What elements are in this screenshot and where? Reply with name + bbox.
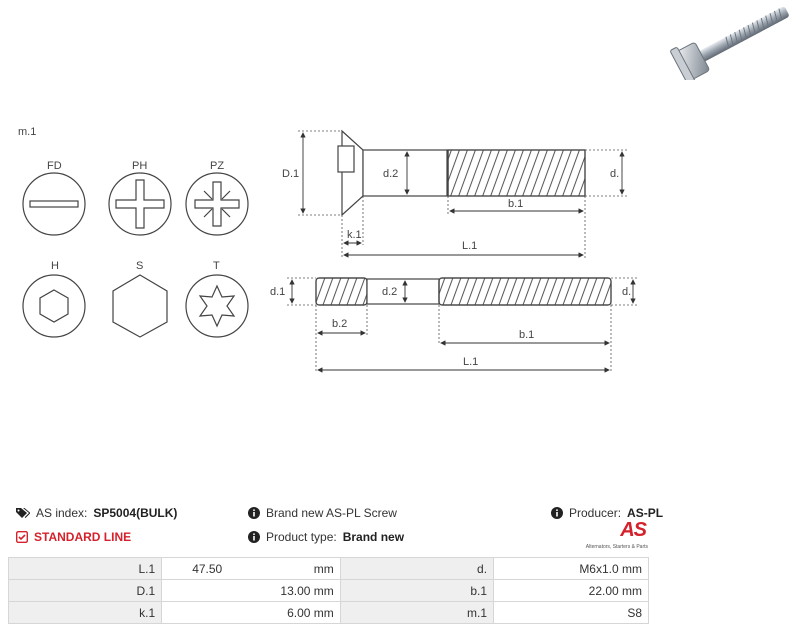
dim-D1: D.1	[282, 168, 300, 180]
dim-L1: L.1	[462, 240, 478, 252]
as-index: AS index: SP5004(BULK)	[16, 506, 177, 520]
table-row: L.1 47.50 mm d. M6x1.0 mm	[7, 557, 649, 580]
screw-drawing	[337, 129, 586, 217]
producer: Producer: AS-PL	[551, 506, 663, 520]
product-type-value: Brand new	[342, 530, 405, 544]
logo-tagline: Alternators, Starters & Parts	[585, 544, 648, 550]
spec-value: M6x1.0 mm	[493, 557, 649, 580]
spec-key: m.1	[339, 601, 495, 624]
flat-slot-icon	[22, 172, 86, 236]
phillips-icon	[108, 172, 172, 236]
product-type: Product type: Brand new	[248, 530, 404, 544]
spec-value: 47.50 mm	[161, 557, 341, 580]
product-type-label: Product type:	[266, 530, 337, 544]
pozidriv-icon	[185, 172, 249, 236]
tags-icon	[16, 508, 30, 518]
head-label-fd: FD	[47, 160, 62, 172]
info-icon	[248, 531, 260, 543]
checkbox-checked-icon	[16, 531, 28, 543]
as-index-value: SP5004(BULK)	[93, 506, 178, 520]
as-pl-logo: AS Alternators, Starters & Parts	[584, 519, 648, 553]
producer-value: AS-PL	[627, 506, 664, 520]
spec-table: L.1 47.50 mm d. M6x1.0 mm D.1 13.00 mm b…	[7, 557, 649, 624]
hex-head-icon	[112, 274, 168, 338]
m-label: m.1	[18, 126, 37, 138]
spec-key: b.1	[339, 579, 495, 602]
table-row: D.1 13.00 mm b.1 22.00 mm	[7, 579, 649, 602]
stud-dim-d2: d.2	[382, 286, 398, 298]
info-icon	[248, 507, 260, 519]
hex-socket-icon	[22, 274, 86, 338]
stud-dim-L1: L.1	[463, 356, 479, 368]
head-label-pz: PZ	[210, 160, 225, 172]
stud-dim-d1: d.1	[270, 286, 286, 298]
spec-value: 13.00 mm	[161, 579, 341, 602]
spec-key: D.1	[7, 579, 163, 602]
technical-drawing	[22, 129, 637, 373]
table-row: k.1 6.00 mm m.1 S8	[7, 601, 649, 624]
dim-b1: b.1	[508, 198, 524, 210]
stud-dim-b1: b.1	[519, 329, 535, 341]
product-photo	[670, 6, 789, 80]
dim-d: d.	[610, 168, 620, 180]
spec-value-number: 47.50	[192, 561, 223, 576]
stud-dim-d: d.	[622, 286, 632, 298]
spec-key: d.	[339, 557, 495, 580]
stud-drawing	[315, 277, 612, 306]
spec-value: 22.00 mm	[493, 579, 649, 602]
spec-value: S8	[493, 601, 649, 624]
spec-value: 6.00 mm	[161, 601, 341, 624]
description-text: Brand new AS-PL Screw	[266, 506, 397, 520]
info-icon	[551, 507, 563, 519]
torx-icon	[185, 274, 249, 338]
dim-k1: k.1	[347, 229, 362, 241]
head-label-s: S	[136, 260, 144, 272]
spec-key: L.1	[7, 557, 163, 580]
as-index-label: AS index:	[36, 506, 88, 520]
standard-line-label: STANDARD LINE	[34, 530, 132, 544]
producer-label: Producer:	[569, 506, 622, 520]
description: Brand new AS-PL Screw	[248, 506, 397, 520]
dim-d2: d.2	[383, 168, 399, 180]
logo-text: AS	[620, 519, 647, 541]
head-label-ph: PH	[132, 160, 148, 172]
head-label-t: T	[213, 260, 220, 272]
spec-key: k.1	[7, 601, 163, 624]
stud-dim-b2: b.2	[332, 318, 348, 330]
standard-line: STANDARD LINE	[16, 530, 131, 544]
spec-value-unit: mm	[313, 561, 334, 576]
head-label-h: H	[51, 260, 59, 272]
